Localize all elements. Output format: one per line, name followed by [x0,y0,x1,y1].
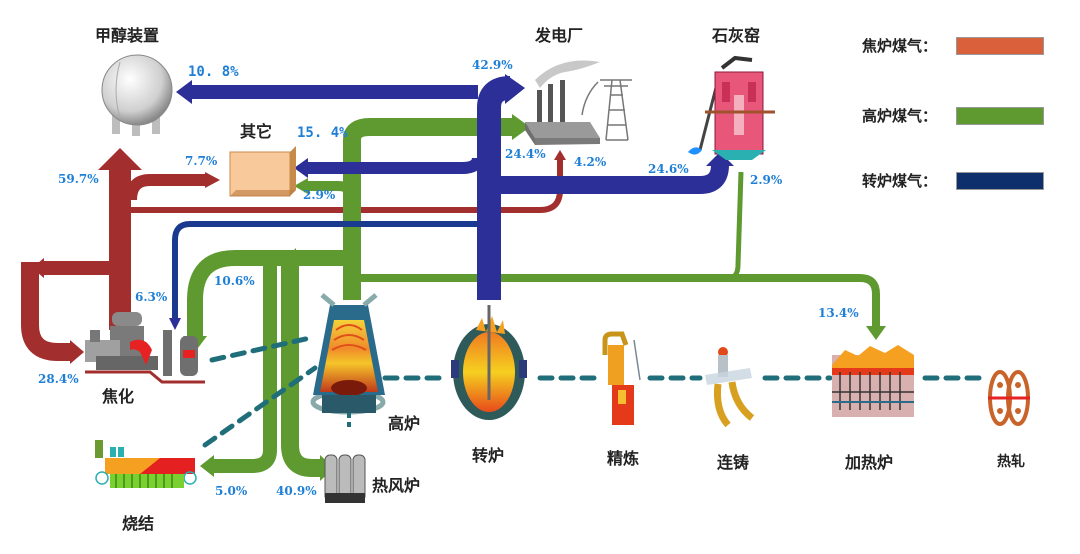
coke-oven-gas-pipes [21,158,563,361]
legend-label: 高炉煤气： [862,107,938,125]
pct-power-coke-oven-gas: 4.2% [574,155,607,169]
arrow-to-sinter [200,455,214,477]
node-label-reheating-furnace: 加热炉 [845,453,894,472]
arrow-to-power-bfg [512,114,530,140]
converter-icon [451,305,527,420]
arrow-to-lime-cg [706,152,734,166]
legend-label: 焦炉煤气： [862,37,938,55]
legend-swatch-blast-furnace-gas [956,106,1044,125]
cg-to-other [306,157,484,174]
hot-rolling-icon [988,370,1030,426]
arrow-to-reheat [866,326,886,340]
arrow-to-power-cg [505,74,525,104]
pct-power-converter-gas: 42.9% [472,58,513,72]
legend-item-converter-gas: 转炉煤气： [862,170,1044,191]
pct-coking-coke-oven-gas: 28.4% [38,372,79,386]
legend-swatch-coke-oven-gas [956,36,1044,55]
sintering-machine-icon [95,440,197,488]
continuous-casting-icon [705,347,755,428]
bfg-to-power [343,118,515,300]
node-label-continuous-casting: 连铸 [717,453,750,472]
pct-power-blast-furnace-gas: 24.4% [505,147,546,161]
bfg-to-coking [187,250,352,338]
blast-furnace-icon [310,293,386,428]
arrow-to-coking-cog [70,340,84,364]
node-label-power-plant: 发电厂 [535,26,584,45]
node-label-hot-rolling: 热轧 [997,454,1025,470]
pct-coking-blast-furnace-gas: 10.6% [214,274,255,288]
coking-plant-icon [85,312,205,384]
arrow-to-methanol [98,148,142,170]
pct-reheat-blast-furnace-gas: 13.4% [818,306,859,320]
node-label-lime-kiln: 石灰窑 [712,26,761,45]
pct-sinter-blast-furnace-gas: 5.0% [215,484,248,498]
arrow-to-coking-cg [169,318,181,330]
node-label-methanol: 甲醇装置 [95,26,160,45]
other-box-icon [229,146,296,197]
arrow-to-other-bfg [294,178,308,194]
bfg-to-sinter [212,262,277,473]
lime-kiln-icon [688,55,775,160]
pct-lime-converter-gas: 24.6% [648,162,689,176]
power-plant-icon [525,60,632,145]
pct-other-blast-furnace-gas: 2.9% [303,188,336,202]
cog-branch-other [125,174,205,201]
node-label-blast-furnace: 高炉 [388,414,421,433]
bfg-to-lime [727,171,744,281]
blast-furnace-gas-pipes [187,118,880,477]
arrow-to-coking-left [32,258,44,278]
legend-item-coke-oven-gas: 焦炉煤气： [862,35,1044,56]
refining-icon [602,331,641,425]
legend-label: 转炉煤气： [862,172,938,190]
pct-methanol-converter-gas: 10. 8% [188,64,239,80]
bfg-to-stove [281,262,322,477]
legend-swatch-converter-gas [956,171,1044,190]
node-label-refining: 精炼 [607,449,640,468]
converter-gas-arrowheads [169,74,734,330]
process-route-links [202,335,988,448]
pct-other-coke-oven-gas: 7.7% [185,154,218,168]
node-label-hot-blast-stove: 热风炉 [372,476,421,495]
node-label-sintering: 烧结 [122,514,155,533]
reheating-furnace-icon [832,345,914,417]
bfg-to-other [305,181,357,201]
node-label-converter: 转炉 [472,446,505,465]
cg-to-lime [501,164,729,194]
bfg-to-reheat [352,274,880,328]
node-label-other: 其它 [240,122,273,141]
coke-oven-gas-arrowheads [32,148,566,364]
arrow-up-branch [282,248,296,262]
cg-to-coking [172,221,478,320]
arrow-to-other-cog [205,172,220,188]
methanol-sphere-icon [101,54,173,136]
legend-item-blast-furnace-gas: 高炉煤气： [862,105,1044,126]
hot-blast-stove-icon [324,454,366,503]
node-label-coking: 焦化 [102,387,135,406]
pct-methanol-coke-oven-gas: 59.7% [58,172,99,186]
pct-other-converter-gas: 15. 4% [297,125,348,141]
arrow-to-other-cg [294,158,308,178]
pct-coking-converter-gas: 6.3% [135,290,168,304]
pct-lime-blast-furnace-gas: 2.9% [750,173,783,187]
arrow-to-power-cog [554,150,566,160]
cog-loop-coking [21,262,72,361]
arrow-to-methanol-cg [176,80,192,104]
pct-stove-blast-furnace-gas: 40.9% [276,484,317,498]
